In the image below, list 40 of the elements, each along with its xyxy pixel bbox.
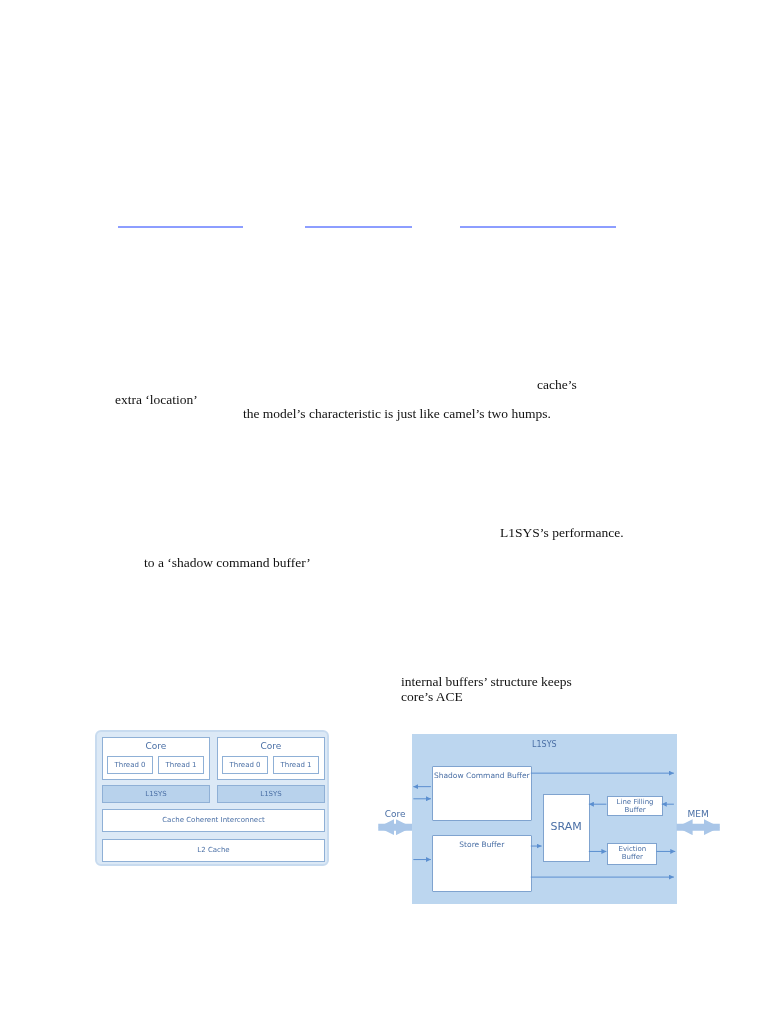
l1sys-box <box>102 785 210 803</box>
box-label: L1SYS <box>531 740 558 750</box>
buffer-box <box>431 766 532 822</box>
arrow <box>655 848 676 854</box>
buffer-box <box>607 795 663 816</box>
box-label: Core <box>259 741 283 751</box>
interconnect-box <box>102 809 325 832</box>
l1sys-box <box>217 785 325 803</box>
thread-box <box>222 756 268 774</box>
text-fragment: cache’s <box>537 377 577 393</box>
arrow <box>588 801 607 807</box>
arrow <box>530 874 675 880</box>
arrow <box>412 796 432 802</box>
arrow <box>661 801 675 807</box>
text-fragment: core’s ACE <box>401 689 463 705</box>
text-fragment: the model’s characteristic is just like camel’s two humps. <box>243 406 551 422</box>
thread-box <box>273 756 319 774</box>
arrow <box>530 843 543 849</box>
arrow <box>412 784 432 790</box>
arrow <box>588 848 607 854</box>
diagram-panel <box>95 730 329 866</box>
edge-label: MEM <box>686 809 710 820</box>
text-fragment: internal buffers’ structure keeps <box>401 674 572 690</box>
sram-box <box>542 794 590 862</box>
thread-box <box>107 756 153 774</box>
thread-box <box>158 756 204 774</box>
arrow <box>412 857 432 863</box>
text-fragment: extra ‘location’ <box>115 392 198 408</box>
buffer-box <box>607 843 658 865</box>
box-label: Core <box>144 741 168 751</box>
text-fragment: L1SYS’s performance. <box>500 525 624 541</box>
core-box <box>217 737 325 780</box>
l1sys-panel <box>412 734 677 905</box>
edge-label: Core <box>383 809 407 820</box>
text-fragment: to a ‘shadow command buffer’ <box>144 555 311 571</box>
cache-box <box>102 839 325 862</box>
box-label: SRAM <box>549 819 583 833</box>
buffer-box <box>431 834 532 892</box>
arrow <box>530 770 675 776</box>
core-box <box>102 737 210 780</box>
